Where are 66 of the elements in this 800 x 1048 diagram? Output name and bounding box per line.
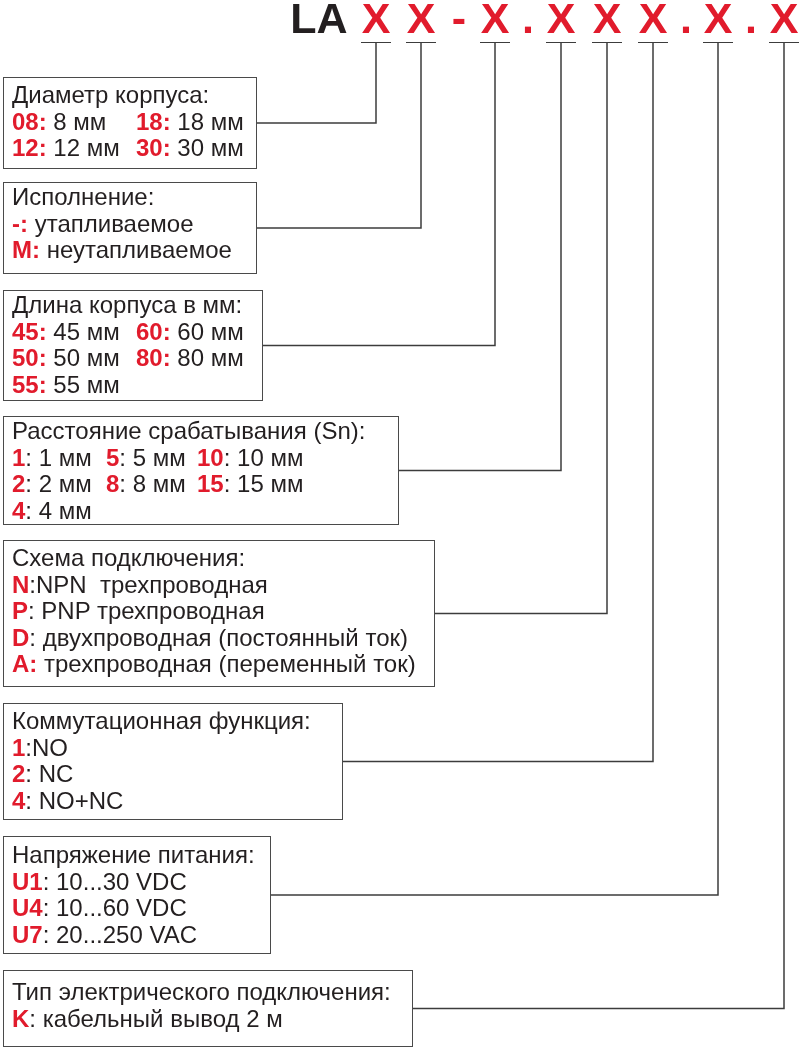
leader-line (342, 42, 654, 763)
option-entry: 5: 5 мм (106, 444, 186, 472)
option-entry: 1:NO (12, 734, 69, 762)
option-entry: K: кабельный вывод 2 м (12, 1005, 283, 1033)
option-box (3, 540, 435, 687)
option-entry: P: PNP трехпроводная (12, 598, 265, 625)
option-entry: U1: 10...30 VDC (12, 868, 187, 896)
option-box (3, 970, 413, 1047)
option-entry: A: трехпроводная (переменный ток) (12, 651, 416, 678)
code-field: X (703, 2, 733, 43)
option-box (3, 416, 399, 525)
option-entry: 55: 55 мм (12, 371, 120, 399)
option-box (3, 182, 257, 274)
option-entry: M: неутапливаемое (12, 237, 232, 264)
leader-line (256, 42, 422, 229)
option-entry: 8: 8 мм (106, 471, 186, 498)
option-box (3, 77, 257, 169)
code-field: X (480, 2, 510, 43)
option-heading: Тип электрического подключения: (12, 979, 391, 1006)
model-prefix: LA (290, 2, 348, 34)
option-entry: 10: 10 мм (197, 444, 304, 472)
option-entry: 30: 30 мм (136, 135, 244, 162)
code-field: X (546, 2, 576, 43)
option-heading: Коммутационная функция: (12, 708, 311, 735)
leader-line (412, 42, 785, 1010)
option-heading: Схема подключения: (12, 545, 246, 572)
option-box (3, 290, 263, 401)
code-separator: - (451, 2, 467, 34)
option-box (3, 836, 271, 954)
option-heading: Напряжение питания: (12, 842, 255, 869)
option-entry: 45: 45 мм (12, 318, 120, 346)
option-entry: 60: 60 мм (136, 318, 244, 346)
leader-line (398, 42, 562, 472)
option-entry: -: утапливаемое (12, 210, 194, 238)
code-field: X (361, 2, 391, 43)
code-field: X (592, 2, 622, 43)
option-entry: D: двухпроводная (постоянный ток) (12, 624, 408, 652)
option-entry: 4: 4 мм (12, 497, 92, 525)
option-box (3, 703, 343, 820)
option-entry: N:NPN трехпроводная (12, 571, 268, 599)
option-entry: 4: NO+NC (12, 787, 124, 815)
leader-line (262, 42, 496, 347)
option-entry: 2: NC (12, 761, 74, 788)
code-field: X (769, 2, 799, 43)
option-entry: 80: 80 мм (136, 345, 244, 372)
option-entry: 15: 15 мм (197, 471, 304, 498)
code-field: X (406, 2, 436, 43)
option-heading: Длина корпуса в мм: (12, 292, 243, 319)
option-heading: Диаметр корпуса: (12, 82, 210, 109)
option-entry: U4: 10...60 VDC (12, 895, 187, 922)
option-entry: 12: 12 мм (12, 135, 120, 162)
leader-line (270, 42, 719, 896)
option-entry: 50: 50 мм (12, 345, 120, 372)
code-separator: . (745, 2, 757, 34)
option-heading: Расстояние срабатывания (Sn): (12, 418, 366, 445)
option-entry: 2: 2 мм (12, 471, 92, 498)
option-entry: 08: 8 мм (12, 108, 107, 136)
option-entry: U7: 20...250 VAC (12, 921, 197, 949)
leader-line (256, 42, 377, 124)
code-field: X (638, 2, 668, 43)
code-separator: . (680, 2, 692, 34)
option-heading: Исполнение: (12, 184, 155, 211)
option-entry: 18: 18 мм (136, 108, 244, 136)
code-separator: . (522, 2, 534, 34)
option-entry: 1: 1 мм (12, 444, 92, 472)
leader-line (434, 42, 608, 615)
